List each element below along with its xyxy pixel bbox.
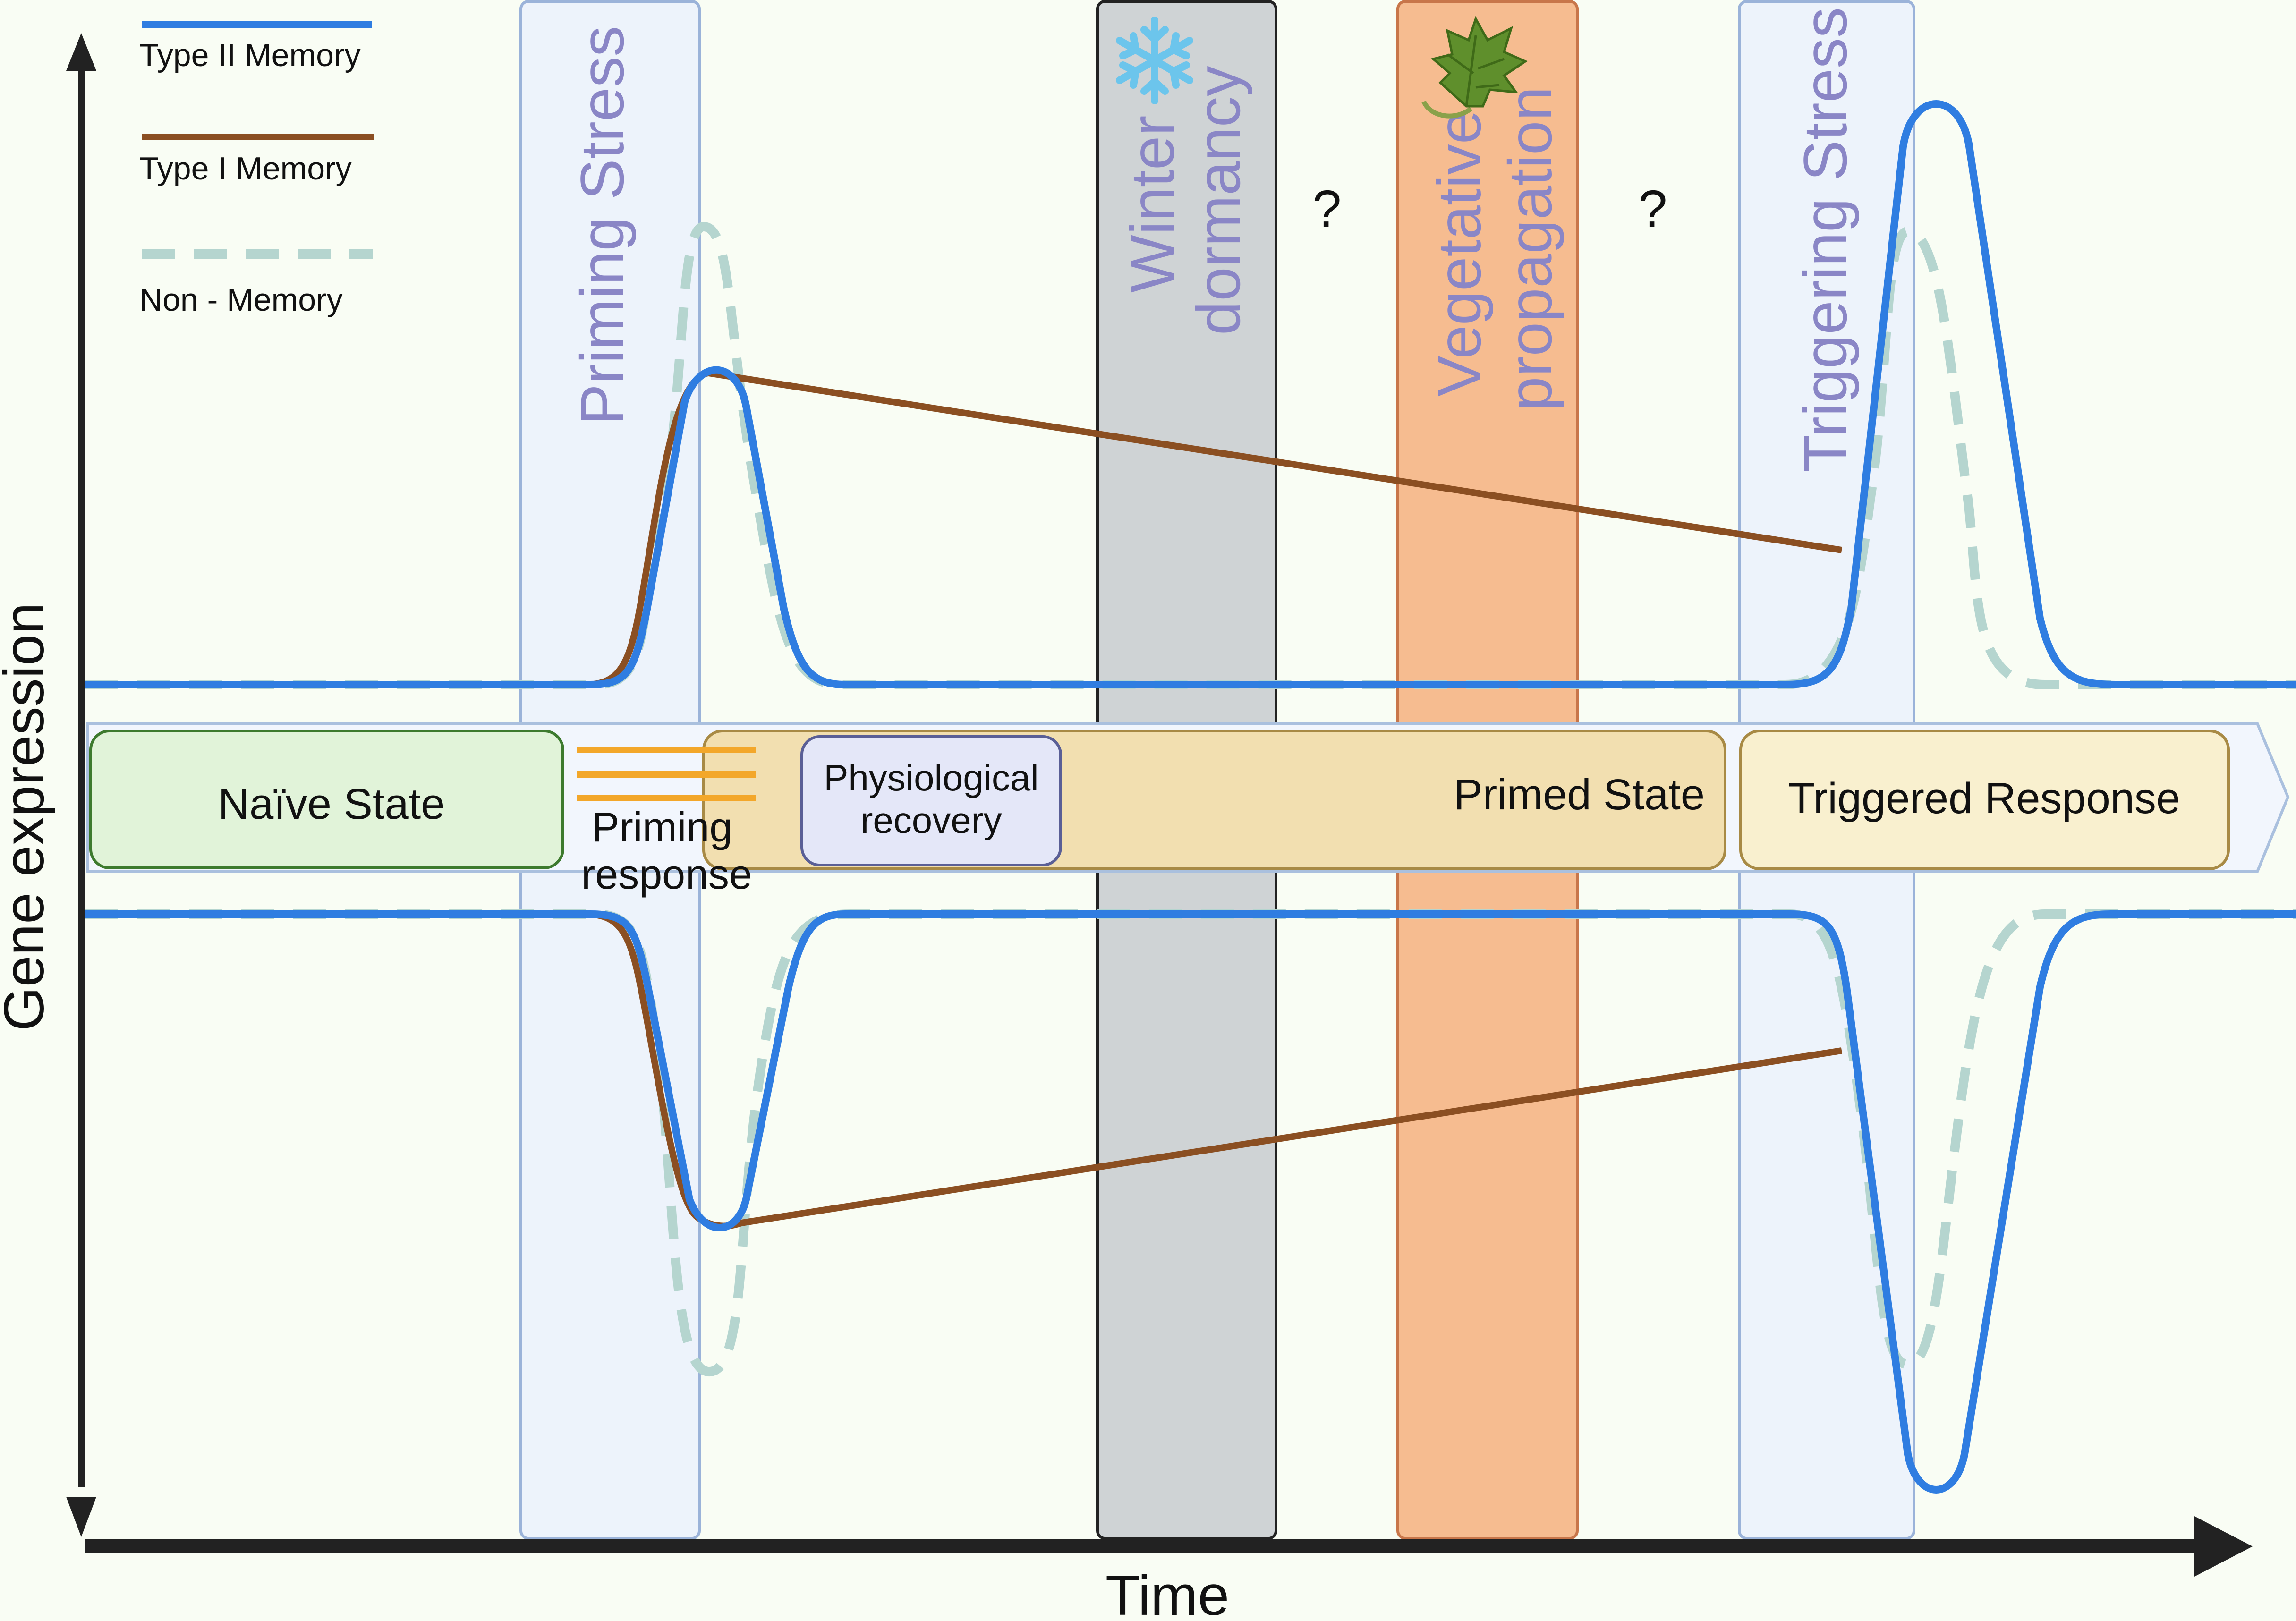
priming-response-lines bbox=[577, 747, 756, 801]
legend-type1-label: Type I Memory bbox=[139, 151, 352, 187]
priming-response-label-line2: response bbox=[581, 851, 752, 898]
physiological-recovery-box bbox=[800, 735, 1062, 866]
question-mark-1: ? bbox=[1312, 180, 1341, 238]
legend: Type II Memory Type I Memory Non - Memor… bbox=[139, 21, 374, 318]
naive-state-label: Naïve State bbox=[218, 780, 445, 828]
triggering-stress-label: Triggering Stress bbox=[1791, 7, 1860, 472]
priming-response-label-line1: Priming bbox=[592, 804, 732, 850]
winter-label-line1: Winter bbox=[1118, 115, 1187, 293]
question-mark-2: ? bbox=[1638, 180, 1667, 238]
upper-type2-curve bbox=[85, 100, 2296, 688]
physiological-recovery-label-line2: recovery bbox=[860, 799, 1002, 841]
x-axis bbox=[85, 1516, 2253, 1577]
vegetative-label-line1: Vegetative bbox=[1425, 110, 1494, 397]
x-axis-label: Time bbox=[1105, 1564, 1229, 1621]
primed-state-label: Primed State bbox=[1454, 771, 1705, 819]
priming-stress-label: Priming Stress bbox=[568, 26, 637, 425]
y-axis-label: Gene expression bbox=[0, 603, 56, 1031]
vegetative-label-line2: propagation bbox=[1496, 86, 1565, 411]
grape-leaf-icon bbox=[1421, 16, 1528, 119]
triggered-response-box bbox=[1739, 730, 2230, 870]
lower-type2-curve bbox=[85, 910, 2296, 1494]
legend-type2-label: Type II Memory bbox=[139, 37, 361, 73]
winter-label-line2: dormancy bbox=[1184, 66, 1253, 335]
naive-state-box bbox=[89, 730, 564, 869]
physiological-recovery-label-line1: Physiological bbox=[824, 757, 1038, 798]
triggered-response-label: Triggered Response bbox=[1788, 774, 2180, 823]
y-axis bbox=[66, 33, 96, 1537]
legend-non-memory-label: Non - Memory bbox=[139, 282, 343, 318]
snowflake-icon bbox=[1116, 17, 1193, 104]
upper-non-memory-curve bbox=[85, 221, 2296, 689]
